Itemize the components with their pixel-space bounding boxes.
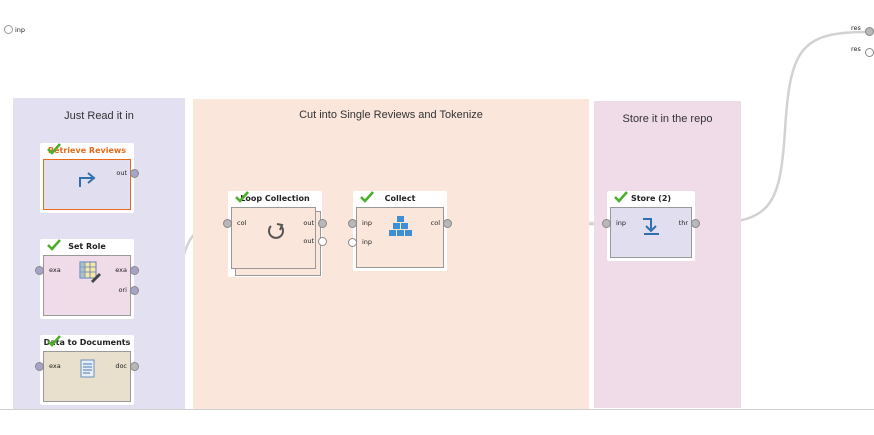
group-title: Just Read it in [64, 110, 134, 122]
operator-title: Retrieve Reviews [47, 146, 127, 155]
port-label-ori: ori [118, 286, 127, 294]
operator-data-to-documents[interactable]: Data to Documents exa doc [35, 335, 139, 405]
port-label-out-1: out [303, 219, 314, 227]
output-port-ori[interactable] [130, 286, 139, 295]
group-title: Cut into Single Reviews and Tokenize [299, 109, 483, 121]
operator-title: Data to Documents [43, 338, 131, 347]
process-input-port[interactable] [4, 25, 13, 34]
port-label-exa-in: exa [49, 266, 61, 274]
operator-title: Loop Collection [240, 194, 310, 203]
operator-title: Collect [384, 194, 416, 203]
operator-body [610, 207, 692, 258]
checkmark-icon [360, 191, 374, 203]
output-port-out[interactable] [130, 169, 139, 178]
document-icon [80, 359, 95, 378]
port-label-inp: inp [616, 219, 627, 227]
port-label-out-2: out [303, 237, 314, 245]
checkmark-icon [47, 335, 61, 347]
input-port-inp[interactable] [602, 219, 611, 228]
output-port-out-1[interactable] [318, 219, 327, 228]
cubes-icon [389, 216, 412, 236]
input-port-inp-1[interactable] [348, 219, 357, 228]
loop-icon [268, 223, 284, 239]
operator-store[interactable]: Store (2) inp thr [602, 191, 700, 261]
port-label-inp-2: inp [362, 238, 373, 246]
process-input-label: inp [15, 26, 26, 34]
operator-title: Set Role [68, 242, 106, 251]
operator-loop-collection[interactable]: Loop Collection col out out [223, 191, 327, 277]
port-label-exa: exa [49, 362, 61, 370]
output-port-out-2[interactable] [318, 237, 327, 246]
group-title: Store it in the repo [622, 113, 713, 125]
port-label-out: out [116, 169, 127, 177]
store-arrow-icon [643, 218, 659, 235]
input-port-exa[interactable] [35, 362, 44, 371]
output-port-doc[interactable] [130, 362, 139, 371]
checkmark-icon [235, 191, 249, 203]
wire-store-to-result [694, 30, 867, 226]
port-label-col: col [430, 219, 440, 227]
output-port-col[interactable] [443, 219, 452, 228]
operator-body [43, 159, 131, 210]
retrieve-arrow-icon [79, 172, 96, 187]
operator-collect[interactable]: Collect inp inp col [348, 191, 452, 271]
port-label-col: col [237, 219, 247, 227]
input-port-exa[interactable] [35, 266, 44, 275]
operator-set-role[interactable]: Set Role exa exa ori [35, 239, 139, 319]
operator-title: Store (2) [630, 194, 672, 203]
result-port-label-2: res [851, 45, 861, 53]
port-label-doc: doc [115, 362, 127, 370]
grid-edit-icon [79, 261, 101, 283]
port-label-thr: thr [678, 219, 688, 227]
output-port-exa[interactable] [130, 266, 139, 275]
input-port-col[interactable] [223, 219, 232, 228]
operator-retrieve-reviews[interactable]: Retrieve Reviews out [40, 143, 139, 213]
checkmark-icon [614, 191, 628, 203]
output-port-thr[interactable] [691, 219, 700, 228]
canvas-bottom-edge [0, 409, 874, 435]
checkmark-icon [47, 239, 61, 251]
result-port-1[interactable] [865, 27, 874, 36]
result-port-2[interactable] [865, 48, 874, 57]
port-label-inp-1: inp [362, 219, 373, 227]
input-port-inp-2[interactable] [348, 238, 357, 247]
port-label-exa-out: exa [115, 266, 127, 274]
result-port-label-1: res [851, 24, 861, 32]
checkmark-icon [47, 143, 61, 155]
